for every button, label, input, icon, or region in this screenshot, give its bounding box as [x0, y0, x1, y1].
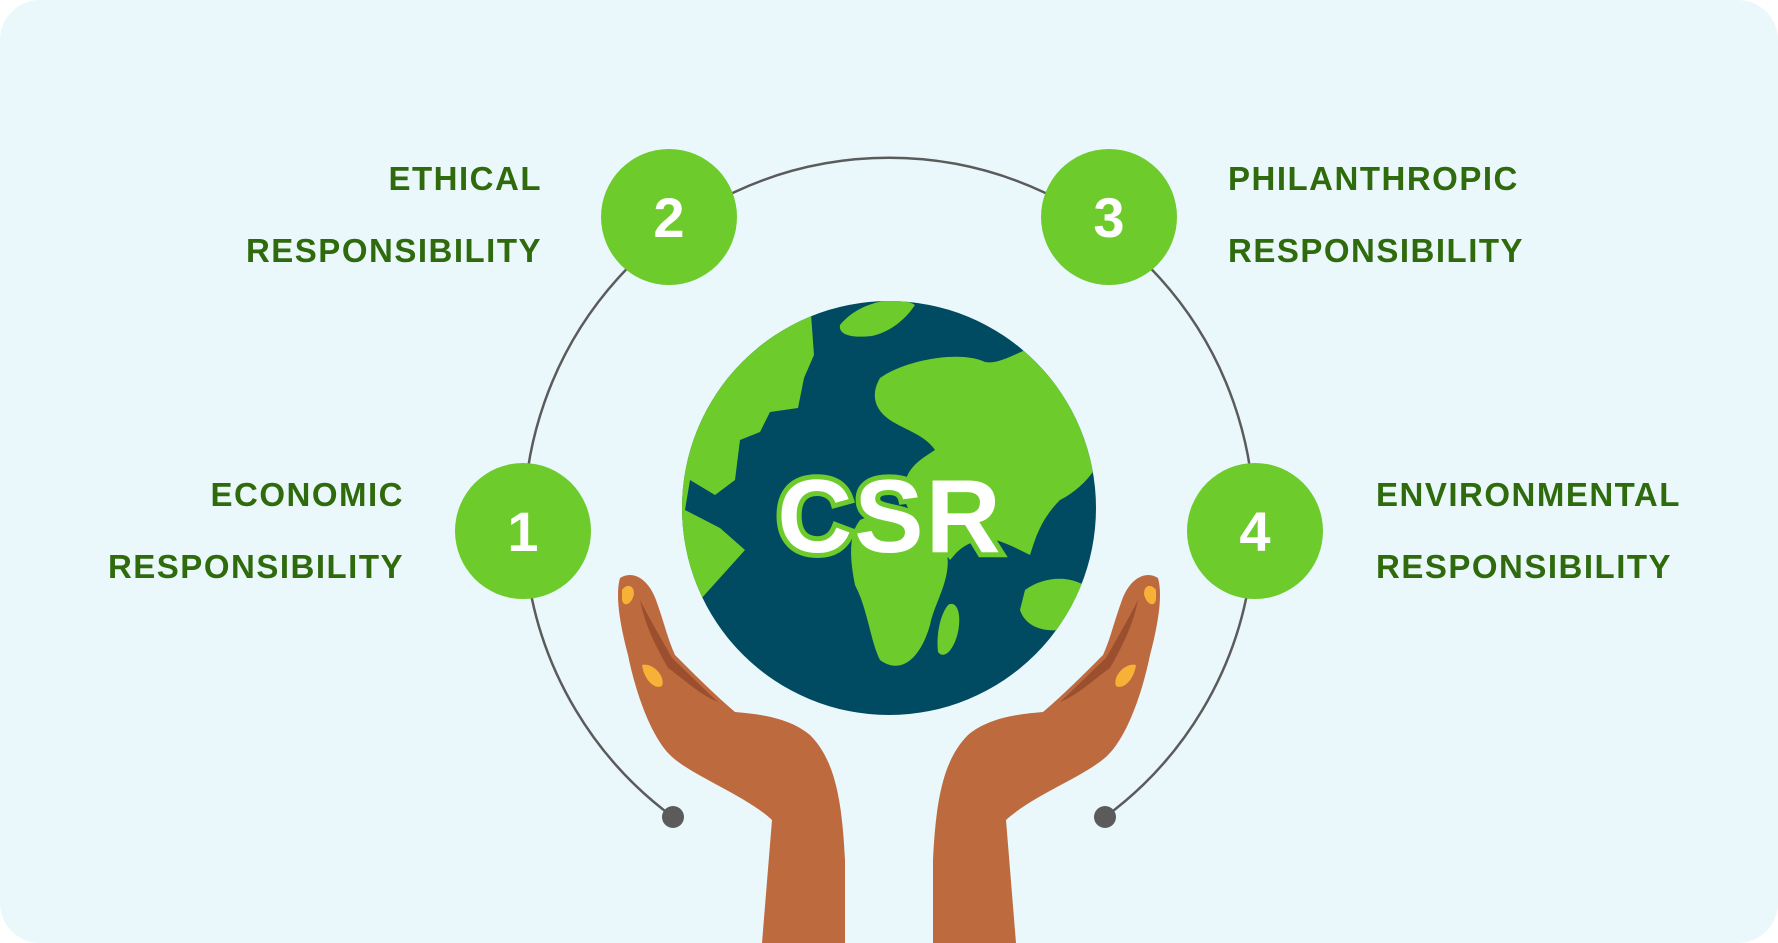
label-economic: ECONOMIC RESPONSIBILITY	[108, 459, 404, 603]
label-philanthropic-line2: RESPONSIBILITY	[1228, 232, 1525, 269]
label-environmental-line2: RESPONSIBILITY	[1376, 548, 1673, 585]
label-ethical-line1: ETHICAL	[388, 160, 542, 197]
step-number-4: 4	[1187, 463, 1323, 599]
center-title: CSR	[772, 454, 1006, 580]
label-economic-line2: RESPONSIBILITY	[107, 548, 404, 585]
label-philanthropic-line1: PHILANTHROPIC	[1228, 160, 1519, 197]
ring-end-dot-right	[1094, 806, 1116, 828]
globe-icon	[682, 301, 1096, 715]
step-number-1: 1	[455, 463, 591, 599]
hands-icon	[617, 574, 1161, 943]
label-environmental-line1: ENVIRONMENTAL	[1376, 476, 1681, 513]
label-ethical: ETHICAL RESPONSIBILITY	[246, 143, 542, 287]
label-economic-line1: ECONOMIC	[210, 476, 404, 513]
step-number-3: 3	[1041, 149, 1177, 285]
label-ethical-line2: RESPONSIBILITY	[245, 232, 542, 269]
label-philanthropic: PHILANTHROPIC RESPONSIBILITY	[1228, 143, 1524, 287]
label-environmental: ENVIRONMENTAL RESPONSIBILITY	[1376, 459, 1681, 603]
step-number-2: 2	[601, 149, 737, 285]
ring-end-dot-left	[662, 806, 684, 828]
